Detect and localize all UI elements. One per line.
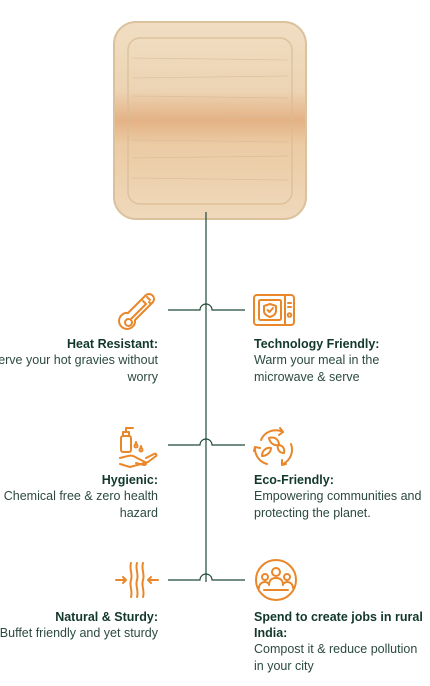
palm-leaf-plate-image — [110, 18, 310, 223]
eco-friendly-title: Eco-Friendly: — [254, 473, 334, 487]
thermometer-icon — [116, 289, 162, 335]
hand-wash-icon — [114, 424, 160, 470]
microwave-icon — [251, 288, 297, 334]
eco-friendly-feature: Eco-Friendly: Empowering communities and… — [254, 472, 429, 522]
hygienic-description: Chemical free & zero health hazard — [3, 489, 158, 520]
compress-arrows-icon — [114, 557, 160, 603]
heat-resistant-title: Heat Resistant: — [67, 337, 158, 351]
hygienic-title: Hygienic: — [101, 473, 158, 487]
heat-resistant-feature: Heat Resistant: Serve your hot gravies w… — [0, 336, 158, 386]
technology-friendly-feature: Technology Friendly: Warm your meal in t… — [254, 336, 429, 386]
technology-friendly-title: Technology Friendly: — [254, 337, 380, 351]
natural-sturdy-feature: Natural & Sturdy: Buffet friendly and ye… — [0, 609, 158, 642]
technology-friendly-description: Warm your meal in the microwave & serve — [254, 353, 380, 384]
community-people-icon — [253, 557, 299, 603]
jobs-feature: Spend to create jobs in rural India: Com… — [254, 609, 429, 675]
jobs-description: Compost it & reduce pollution in your ci… — [254, 642, 418, 673]
natural-sturdy-title: Natural & Sturdy: — [55, 610, 158, 624]
natural-sturdy-description: Buffet friendly and yet sturdy — [0, 626, 158, 640]
jobs-title: Spend to create jobs in rural India: — [254, 610, 423, 640]
eco-friendly-description: Empowering communities and protecting th… — [254, 489, 422, 520]
hygienic-feature: Hygienic: Chemical free & zero health ha… — [0, 472, 158, 522]
heat-resistant-description: Serve your hot gravies without worry — [0, 353, 158, 384]
recycle-leaf-icon — [251, 424, 297, 470]
